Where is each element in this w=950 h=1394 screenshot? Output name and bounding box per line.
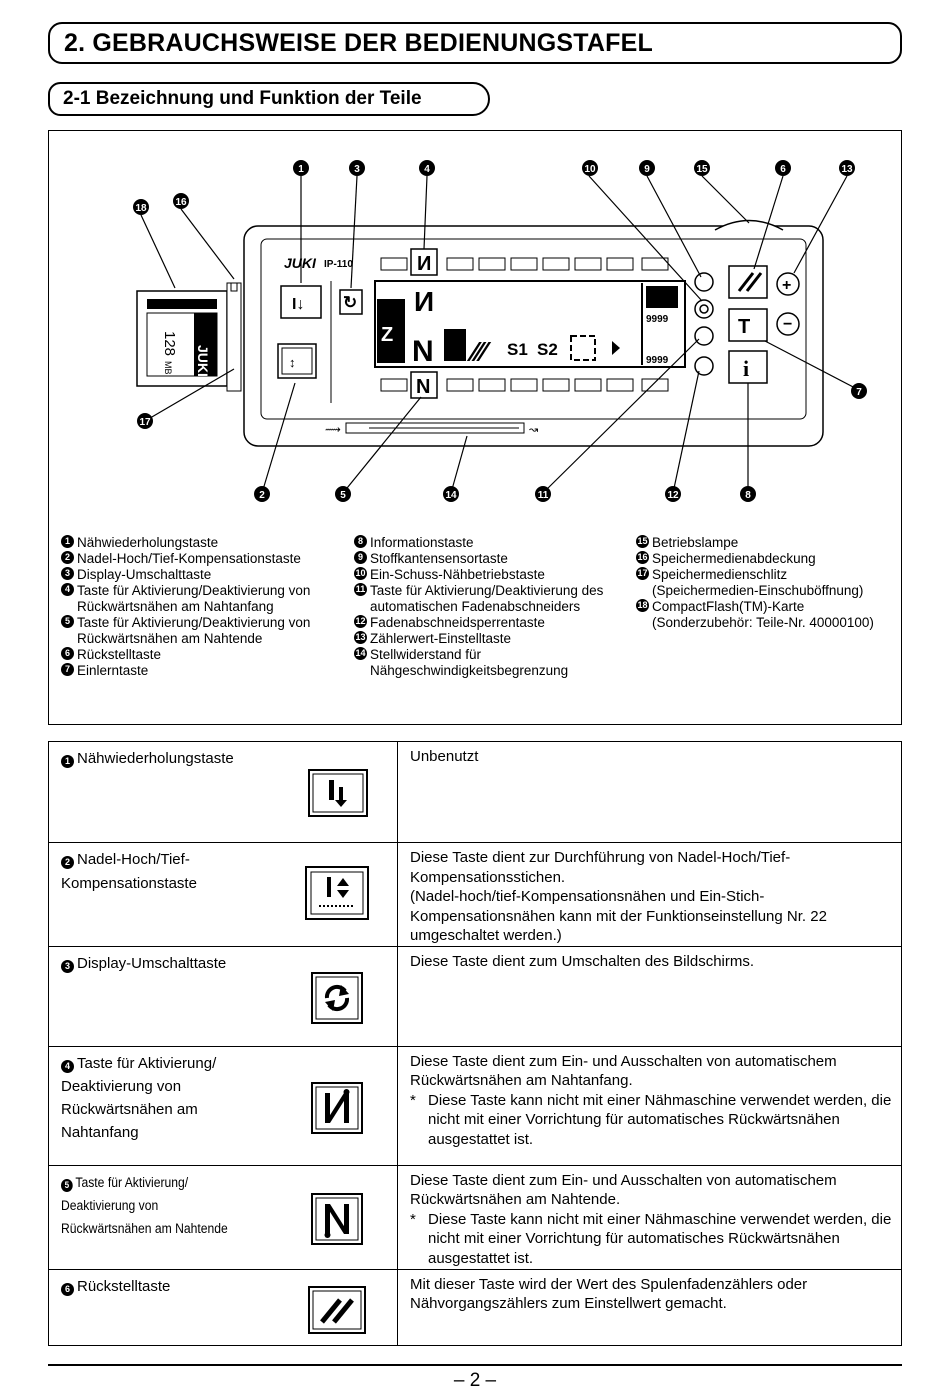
svg-text:I↓: I↓: [292, 296, 304, 313]
svg-text:5: 5: [340, 490, 346, 501]
svg-text:16: 16: [175, 197, 187, 208]
panel-diagram: JUKI 128 MB JUKI IP-110: [48, 130, 902, 725]
svg-text:IP-110: IP-110: [324, 259, 353, 270]
svg-text:S2: S2: [537, 340, 558, 359]
row-description: Diese Taste dient zum Ein- und Ausschalt…: [410, 1052, 837, 1090]
svg-text:N: N: [416, 376, 430, 398]
row-description: Diese Taste dient zur Durchführung von N…: [410, 849, 827, 944]
reverse-stitch-start-key-icon: [311, 1081, 363, 1134]
svg-text:2: 2: [259, 490, 265, 501]
svg-text:17: 17: [139, 417, 151, 428]
section-title: 2-1 Bezeichnung und Funktion der Teile: [48, 82, 490, 116]
row-note: Diese Taste kann nicht mit einer Nähmasc…: [428, 1210, 892, 1267]
svg-text:1: 1: [298, 164, 304, 175]
row-note: Diese Taste kann nicht mit einer Nähmasc…: [428, 1091, 892, 1148]
svg-text:9: 9: [644, 164, 650, 175]
svg-text:9999: 9999: [646, 355, 669, 366]
row-description: Unbenutzt: [410, 748, 479, 765]
svg-text:9999: 9999: [646, 314, 669, 325]
svg-text:Z: Z: [381, 324, 393, 346]
svg-text:−: −: [783, 316, 792, 333]
row-description: Diese Taste dient zum Ein- und Ausschalt…: [410, 1171, 837, 1209]
svg-text:S1: S1: [507, 340, 528, 359]
callout-markers: 1 3 4 10 9 15 6 13 18 16 7 17 2 5 14 11 …: [133, 160, 867, 502]
row-name: Taste für Aktivierung/ Deaktivierung von…: [61, 1054, 217, 1141]
reverse-stitch-end-key-icon: [311, 1192, 363, 1245]
reset-key-icon: [308, 1285, 366, 1334]
svg-text:15: 15: [696, 164, 708, 175]
operation-panel: JUKI IP-110 И N: [243, 219, 824, 447]
svg-text:128: 128: [161, 331, 178, 356]
svg-text:i: i: [743, 356, 749, 381]
svg-text:18: 18: [135, 203, 147, 214]
svg-text:+: +: [782, 277, 791, 294]
svg-text:10: 10: [584, 164, 596, 175]
svg-text:↻: ↻: [343, 293, 357, 312]
svg-text:T: T: [738, 316, 750, 338]
svg-text:N: N: [412, 335, 434, 368]
page-number: – 2 –: [453, 1370, 497, 1391]
row-name: Taste für Aktivierung/ Deaktivierung von…: [61, 1174, 228, 1236]
row-name: Rückstelltaste: [77, 1277, 171, 1295]
display-switch-key-icon: [311, 971, 363, 1024]
compactflash-card-icon: JUKI 128 MB: [136, 290, 228, 387]
svg-text:⟿: ⟿: [325, 424, 341, 436]
svg-text:И: И: [414, 286, 434, 317]
svg-text:14: 14: [445, 490, 457, 501]
svg-text:13: 13: [841, 164, 853, 175]
sewing-repeat-key-icon: [308, 769, 368, 817]
svg-text:12: 12: [667, 490, 679, 501]
operation-panel-illustration: JUKI 128 MB JUKI IP-110: [133, 160, 867, 502]
row-description: Mit dieser Taste wird der Wert des Spule…: [410, 1275, 808, 1313]
needle-compensation-key-icon: [305, 866, 369, 920]
footer-rule: [48, 1364, 902, 1366]
svg-text:3: 3: [354, 164, 360, 175]
row-description: Diese Taste dient zum Umschalten des Bil…: [410, 952, 755, 970]
svg-text:11: 11: [538, 490, 549, 501]
svg-text:↝: ↝: [529, 424, 538, 436]
page-title: 2. GEBRAUCHSWEISE DER BEDIENUNGSTAFEL: [48, 22, 902, 64]
row-name: Nähwiederholungstaste: [77, 750, 234, 767]
svg-text:4: 4: [424, 164, 430, 175]
svg-text:8: 8: [745, 490, 751, 501]
svg-text:6: 6: [780, 164, 786, 175]
row-name: Display-Umschalttaste: [77, 954, 227, 972]
row-name: Nadel-Hoch/Tief- Kompensationstaste: [61, 851, 197, 892]
svg-text:MB: MB: [163, 361, 173, 375]
svg-text:JUKI: JUKI: [195, 345, 211, 377]
svg-text:↕: ↕: [289, 355, 296, 370]
svg-text:7: 7: [856, 387, 862, 398]
svg-text:И: И: [417, 253, 431, 275]
